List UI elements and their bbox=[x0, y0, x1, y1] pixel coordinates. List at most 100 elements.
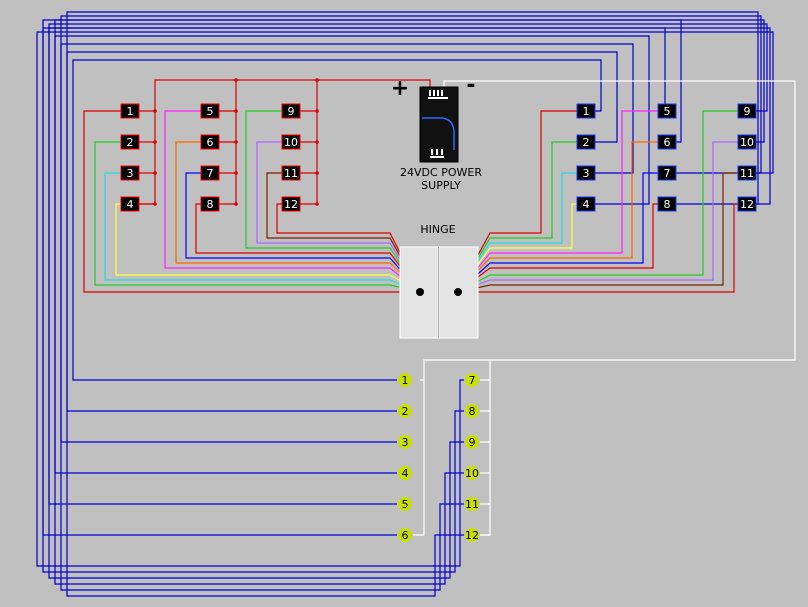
white-wire-right-bus bbox=[480, 360, 491, 536]
power-supply-label-line1: 24VDC POWER bbox=[400, 166, 482, 179]
right-box-7 bbox=[657, 165, 677, 181]
left-box-7 bbox=[200, 165, 220, 181]
blue-wire-4 bbox=[54, 35, 650, 474]
terminal-label-8: 8 bbox=[469, 405, 476, 418]
left-box-label-12: 12 bbox=[284, 198, 298, 211]
white-wire-group bbox=[413, 80, 796, 536]
right-box-5 bbox=[657, 103, 677, 119]
left-wire-10 bbox=[256, 141, 421, 293]
right-box-6 bbox=[657, 134, 677, 150]
left-box-label-8: 8 bbox=[207, 198, 214, 211]
hinge: HINGE bbox=[399, 223, 479, 339]
red-junction-a2 bbox=[153, 171, 157, 175]
left-box-11 bbox=[281, 165, 301, 181]
terminal-label-2: 2 bbox=[402, 405, 409, 418]
left-box-label-1: 1 bbox=[127, 105, 134, 118]
right-wire-10 bbox=[457, 141, 738, 293]
red-junction-a3 bbox=[153, 202, 157, 206]
blue-wire-12 bbox=[66, 11, 759, 597]
hinge-left-pivot bbox=[416, 288, 424, 296]
right-wire-7 bbox=[457, 172, 658, 293]
right-box-8 bbox=[657, 196, 677, 212]
left-box-label-11: 11 bbox=[284, 167, 298, 180]
terminal-1 bbox=[398, 373, 412, 387]
terminal-label-6: 6 bbox=[402, 529, 409, 542]
right-wire-6 bbox=[457, 141, 658, 293]
left-box-6 bbox=[200, 134, 220, 150]
right-wire-4 bbox=[457, 203, 577, 293]
right-box-label-11: 11 bbox=[740, 167, 754, 180]
blue-wire-2 bbox=[66, 51, 618, 412]
right-box-label-2: 2 bbox=[583, 136, 590, 149]
terminal-label-4: 4 bbox=[402, 467, 409, 480]
blue-wire-9 bbox=[48, 23, 768, 579]
right-wire-12 bbox=[458, 203, 738, 293]
left-box-12 bbox=[281, 196, 301, 212]
right-box-label-6: 6 bbox=[664, 136, 671, 149]
red-junction-top-c bbox=[315, 78, 319, 82]
left-wire-9 bbox=[245, 110, 421, 293]
blue-wire-group bbox=[36, 11, 774, 597]
right-wire-9 bbox=[457, 110, 738, 293]
left-box-1 bbox=[120, 103, 140, 119]
right-wire-5 bbox=[457, 110, 658, 293]
red-junction-top-b bbox=[234, 78, 238, 82]
left-box-9 bbox=[281, 103, 301, 119]
minus-symbol: - bbox=[466, 73, 475, 98]
blue-wire-10 bbox=[54, 19, 765, 585]
left-box-2 bbox=[120, 134, 140, 150]
power-supply-top-pins bbox=[428, 90, 448, 99]
white-wire-main bbox=[423, 80, 796, 380]
left-box-5 bbox=[200, 103, 220, 119]
terminal-2 bbox=[398, 404, 412, 418]
plus-symbol: + bbox=[391, 76, 409, 101]
terminal-10 bbox=[465, 466, 479, 480]
hinge-label: HINGE bbox=[420, 223, 455, 236]
right-box-label-1: 1 bbox=[583, 105, 590, 118]
left-box-label-7: 7 bbox=[207, 167, 214, 180]
terminal-4 bbox=[398, 466, 412, 480]
right-box-3 bbox=[576, 165, 596, 181]
right-box-label-4: 4 bbox=[583, 198, 590, 211]
left-box-label-5: 5 bbox=[207, 105, 214, 118]
power-supply-bottom-pins bbox=[430, 149, 444, 158]
power-supply: + - 24VDC POWER SUPPLY bbox=[391, 73, 483, 192]
terminal-12 bbox=[465, 528, 479, 542]
right-box-2 bbox=[576, 134, 596, 150]
left-box-10 bbox=[281, 134, 301, 150]
right-box-11 bbox=[737, 165, 757, 181]
terminal-label-11: 11 bbox=[465, 498, 479, 511]
blue-wire-5 bbox=[48, 27, 676, 505]
right-box-label-8: 8 bbox=[664, 198, 671, 211]
blue-wire-3 bbox=[60, 43, 634, 443]
right-wire-11 bbox=[457, 172, 738, 293]
blue-wire-11 bbox=[60, 15, 762, 591]
left-box-label-6: 6 bbox=[207, 136, 214, 149]
white-wire-left-bus bbox=[413, 379, 425, 536]
power-supply-label-line2: SUPPLY bbox=[421, 179, 461, 192]
left-box-label-4: 4 bbox=[127, 198, 134, 211]
power-supply-curve bbox=[422, 117, 455, 150]
right-box-12 bbox=[737, 196, 757, 212]
terminal-5 bbox=[398, 497, 412, 511]
terminal-label-12: 12 bbox=[465, 529, 479, 542]
terminal-8 bbox=[465, 404, 479, 418]
right-box-4 bbox=[576, 196, 596, 212]
red-junction-a0 bbox=[153, 109, 157, 113]
right-box-label-5: 5 bbox=[664, 105, 671, 118]
terminal-11 bbox=[465, 497, 479, 511]
left-box-3 bbox=[120, 165, 140, 181]
right-box-10 bbox=[737, 134, 757, 150]
terminal-label-3: 3 bbox=[402, 436, 409, 449]
right-box-label-12: 12 bbox=[740, 198, 754, 211]
left-box-label-3: 3 bbox=[127, 167, 134, 180]
right-box-label-9: 9 bbox=[744, 105, 751, 118]
terminal-6 bbox=[398, 528, 412, 542]
right-wire-3 bbox=[457, 172, 577, 293]
terminal-9 bbox=[465, 435, 479, 449]
terminal-label-9: 9 bbox=[469, 436, 476, 449]
